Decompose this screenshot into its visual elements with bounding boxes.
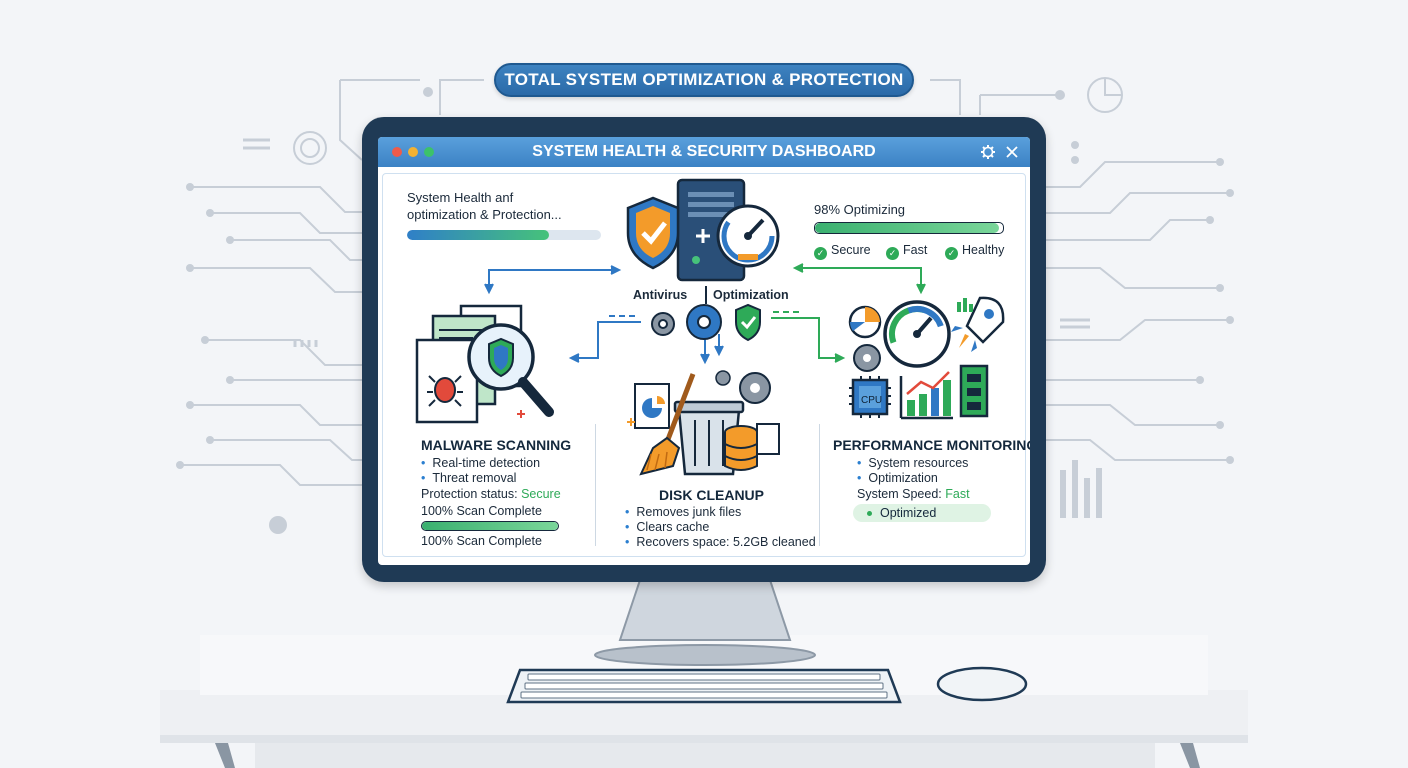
protection-status-label: Protection status: (421, 487, 522, 501)
check-secure: ✓ Secure (814, 243, 871, 260)
title-banner: TOTAL SYSTEM OPTIMIZATION & PROTECTION (494, 63, 914, 97)
performance-title: PERFORMANCE MONITORING (833, 437, 1030, 453)
disk-bullet-1: Removes junk files (625, 505, 741, 519)
close-icon[interactable] (1002, 142, 1022, 162)
gear-icon[interactable] (978, 142, 998, 162)
health-heading-line1: System Health anf (407, 190, 514, 205)
status-dot (867, 510, 872, 516)
malware-title: MALWARE SCANNING (421, 437, 572, 453)
window-titlebar: SYSTEM HEALTH & SECURITY DASHBOARD (378, 137, 1030, 167)
optimizing-label: 98% Optimizing (814, 202, 906, 217)
section-divider-left (595, 424, 596, 546)
health-progress-fill (407, 230, 549, 240)
scan-complete-label-1: 100% Scan Complete (421, 504, 542, 518)
check-label-healthy: Healthy (962, 243, 1005, 257)
check-healthy: ✓ Healthy (945, 243, 1004, 260)
disk-bullet-3: Recovers space: 5.2GB cleaned (625, 535, 815, 549)
label-separator (705, 286, 707, 304)
section-divider-right (819, 424, 820, 546)
optimization-label: Optimization (713, 288, 789, 302)
performance-bullet-2: Optimization (857, 471, 937, 485)
disk-bullet-2: Clears cache (625, 520, 709, 534)
check-icon: ✓ (886, 247, 899, 260)
disk-title: DISK CLEANUP (659, 487, 765, 503)
protection-status: Protection status: Secure (421, 487, 561, 501)
check-icon: ✓ (945, 247, 958, 260)
check-label-secure: Secure (831, 243, 871, 257)
optimizing-progress-fill (815, 223, 1000, 233)
health-heading-line2: optimization & Protection... (407, 207, 562, 222)
performance-illustration (848, 296, 1005, 420)
system-speed: System Speed: Fast (857, 487, 970, 501)
check-fast: ✓ Fast (886, 243, 927, 260)
malware-scan-illustration (415, 304, 554, 424)
disk-cleanup-illustration (627, 370, 780, 476)
system-speed-value: Fast (945, 487, 970, 501)
check-label-fast: Fast (903, 243, 928, 257)
window-maximize-dot[interactable] (424, 147, 434, 157)
scan-progress-bar (421, 521, 559, 531)
scan-complete-label-2: 100% Scan Complete (421, 534, 542, 548)
window-minimize-dot[interactable] (408, 147, 418, 157)
banner-title: TOTAL SYSTEM OPTIMIZATION & PROTECTION (504, 70, 904, 89)
system-speed-label: System Speed: (857, 487, 946, 501)
antivirus-optimization-illustration (626, 178, 780, 282)
health-progress-bar (407, 230, 601, 240)
optimizing-progress-bar (814, 222, 1004, 234)
scan-progress-fill (422, 522, 558, 530)
optimized-status-pill: Optimized (853, 504, 991, 522)
flow-arrows (484, 263, 926, 365)
performance-bullet-1: System resources (857, 456, 968, 470)
check-icon: ✓ (814, 247, 827, 260)
malware-bullet-2: Threat removal (421, 471, 516, 485)
dashboard-content: System Health anf optimization & Protect… (382, 173, 1030, 557)
window-title: SYSTEM HEALTH & SECURITY DASHBOARD (532, 143, 876, 160)
cpu-chip-label: CPU (861, 395, 883, 406)
optimized-status-label: Optimized (880, 506, 937, 520)
dashboard-window: SYSTEM HEALTH & SECURITY DASHBOARD Syste… (378, 137, 1030, 565)
protection-status-value: Secure (521, 487, 561, 501)
antivirus-label: Antivirus (633, 288, 688, 302)
window-close-dot[interactable] (392, 147, 402, 157)
malware-bullet-1: Real-time detection (421, 456, 540, 470)
